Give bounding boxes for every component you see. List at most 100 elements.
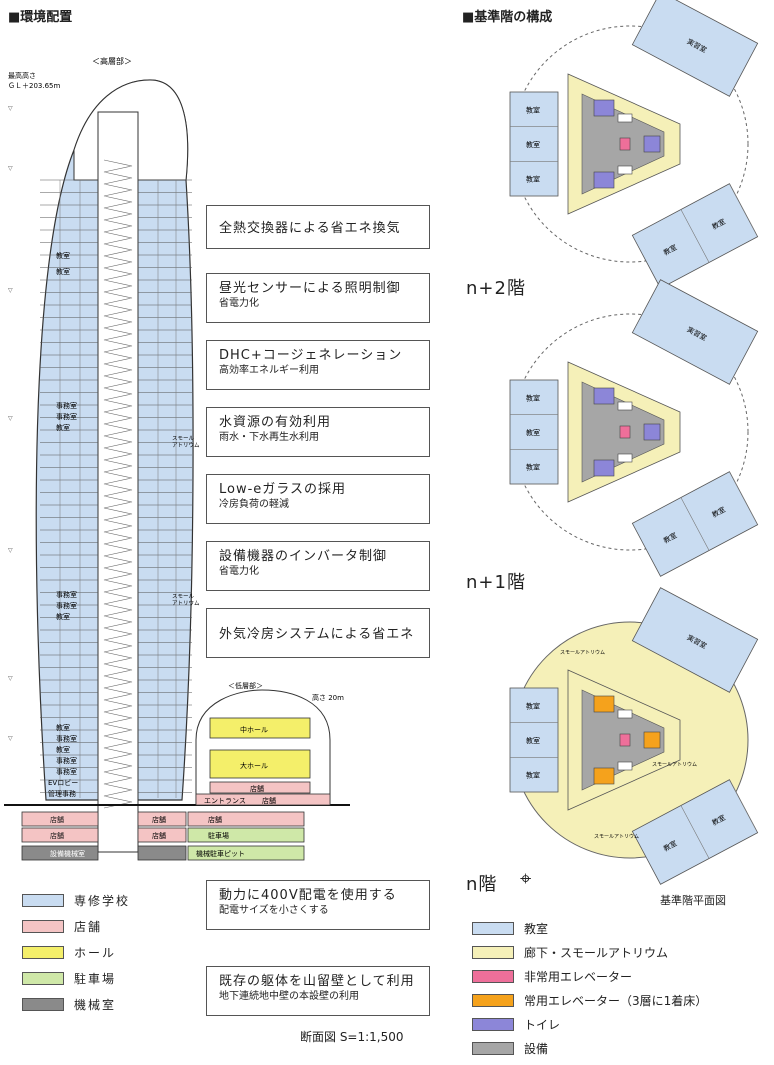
mid-hall-label: 中ホール [240,725,268,734]
floor-legend-item: 教室 [472,920,548,936]
plan-room-label: 教室 [526,393,540,402]
level-tick: ▽ [8,415,13,422]
small-atrium-label: スモール [172,435,195,442]
room-divider [729,471,758,525]
classroom-block [631,587,759,693]
floor-legend-item: トイレ [472,1016,560,1032]
feature-box: 水資源の有効利用雨水・下水再生水利用 [206,407,430,457]
legend-swatch [22,971,64,985]
feature-subtitle: 省電力化 [219,566,259,577]
mid-hall [209,717,311,739]
plan-atrium-label: スモールアトリウム [652,761,697,768]
legend-item: 店舗 [22,918,102,934]
floor-legend-swatch [472,945,514,959]
max-height-label: 最高高さ [8,71,36,80]
plan-core-room [617,709,633,719]
plan-room-label: 教室 [526,105,540,114]
low-store-label: 店舗 [250,784,264,793]
parking-block [187,827,305,843]
feature-box: 全熱交換器による省エネ換気 [206,205,430,249]
large-hall-label: 大ホール [240,761,268,770]
legend-label: 店舗 [74,919,103,934]
legend-item: 駐車場 [22,970,116,986]
floor-legend-swatch [472,1041,514,1055]
plan-toilet [593,767,615,785]
legend-item: 機械室 [22,996,116,1012]
small-atrium-label: スモール [172,593,195,600]
plan-wing: 実習室 [631,0,759,97]
legend-item: ホール [22,944,116,960]
feature-box: 昼光センサーによる照明制御省電力化 [206,273,430,323]
low-store [209,781,311,794]
plan-room-label: 教室 [526,701,540,710]
section-caption: 断面図 S=1:1,500 [300,1030,404,1044]
emergency-elevator [619,733,631,747]
large-hall [209,749,311,779]
plan-core-room [617,113,633,123]
mech-parking-block [187,845,305,861]
plan-toilet [643,135,661,153]
section-root: ＜高層部＞最高高さＧＬ＋203.65m▽▽▽▽▽▽▽教室教室事務室事務室教室事務… [4,56,350,861]
plan-toilet [593,171,615,189]
level-tick: ▽ [8,105,13,112]
emergency-elevator [619,137,631,151]
feature-subtitle: 高効率エネルギー利用 [219,365,319,376]
floor-legend-label: 廊下・スモールアトリウム [524,945,669,960]
plan-toilet [593,99,615,117]
plan-core-room [617,165,633,175]
plan-core-room [617,761,633,771]
room-divider [729,779,758,833]
level-tick: ▽ [8,287,13,294]
tower-room-label: 事務室 [56,601,77,610]
plan-toilet [593,695,615,713]
feature-box: Low-eガラスの採用冷房負荷の軽減 [206,474,430,524]
feature-box: DHC+コージェネレーション高効率エネルギー利用 [206,340,430,390]
feature-title: Low-eガラスの採用 [219,482,347,497]
plan-toilet [593,387,615,405]
basement-label: 店舗 [50,815,64,824]
legend-swatch [22,919,64,933]
basement-block [137,811,187,827]
floor-legend-label: 常用エレベーター（3層に1着床） [524,993,708,1008]
feature-title: 動力に400V配電を使用する [219,888,397,903]
plan-core-room [617,453,633,463]
floor-legend-label: 教室 [524,921,549,936]
environment-header: ■環境配置 [8,10,73,25]
floor-legend-item: 設備 [472,1040,548,1056]
plan-room-label: 教室 [526,463,540,472]
basement-block [21,827,99,843]
basement-label: 店舗 [50,831,64,840]
ev-lobby-label: EVロビー [48,778,78,787]
floor-label-n: n階 [466,874,498,895]
small-atrium-label: アトリウム [172,441,200,449]
feature-title: 水資源の有効利用 [219,415,332,430]
floor-legend-item: 廊下・スモールアトリウム [472,944,668,960]
classroom-block [631,279,759,385]
room-divider [680,209,710,263]
level-tick: ▽ [8,547,13,554]
classroom-block [509,687,559,793]
floor-plan-caption: 基準階平面図 [660,894,726,907]
plan-room-label: 教室 [526,736,540,745]
tower-room-label: 事務室 [56,412,77,421]
classroom-block [631,0,759,97]
feature-box: 既存の躯体を山留壁として利用地下連続地中壁の本設壁の利用 [206,966,430,1016]
feature-title: 既存の躯体を山留壁として利用 [219,974,415,989]
feature-title: 全熱交換器による省エネ換気 [219,220,401,236]
feature-title: 昼光センサーによる照明制御 [219,281,401,296]
entrance-block [195,793,331,806]
feature-subtitle: 配電サイズを小さくする [219,905,329,916]
floor-legend-label: 非常用エレベーター [524,969,633,984]
plan-core-room [617,401,633,411]
basement-label: 店舗 [152,831,166,840]
plan-wing: 実習室 [631,279,759,385]
tower-room-label: 事務室 [56,734,77,743]
feature-subtitle: 省電力化 [219,298,259,309]
plans-root: 教室教室教室実習室教室教室教室教室教室実習室教室教室教室教室教室実習室教室教室ス… [509,0,759,885]
floor-legend-label: 設備 [524,1041,549,1056]
